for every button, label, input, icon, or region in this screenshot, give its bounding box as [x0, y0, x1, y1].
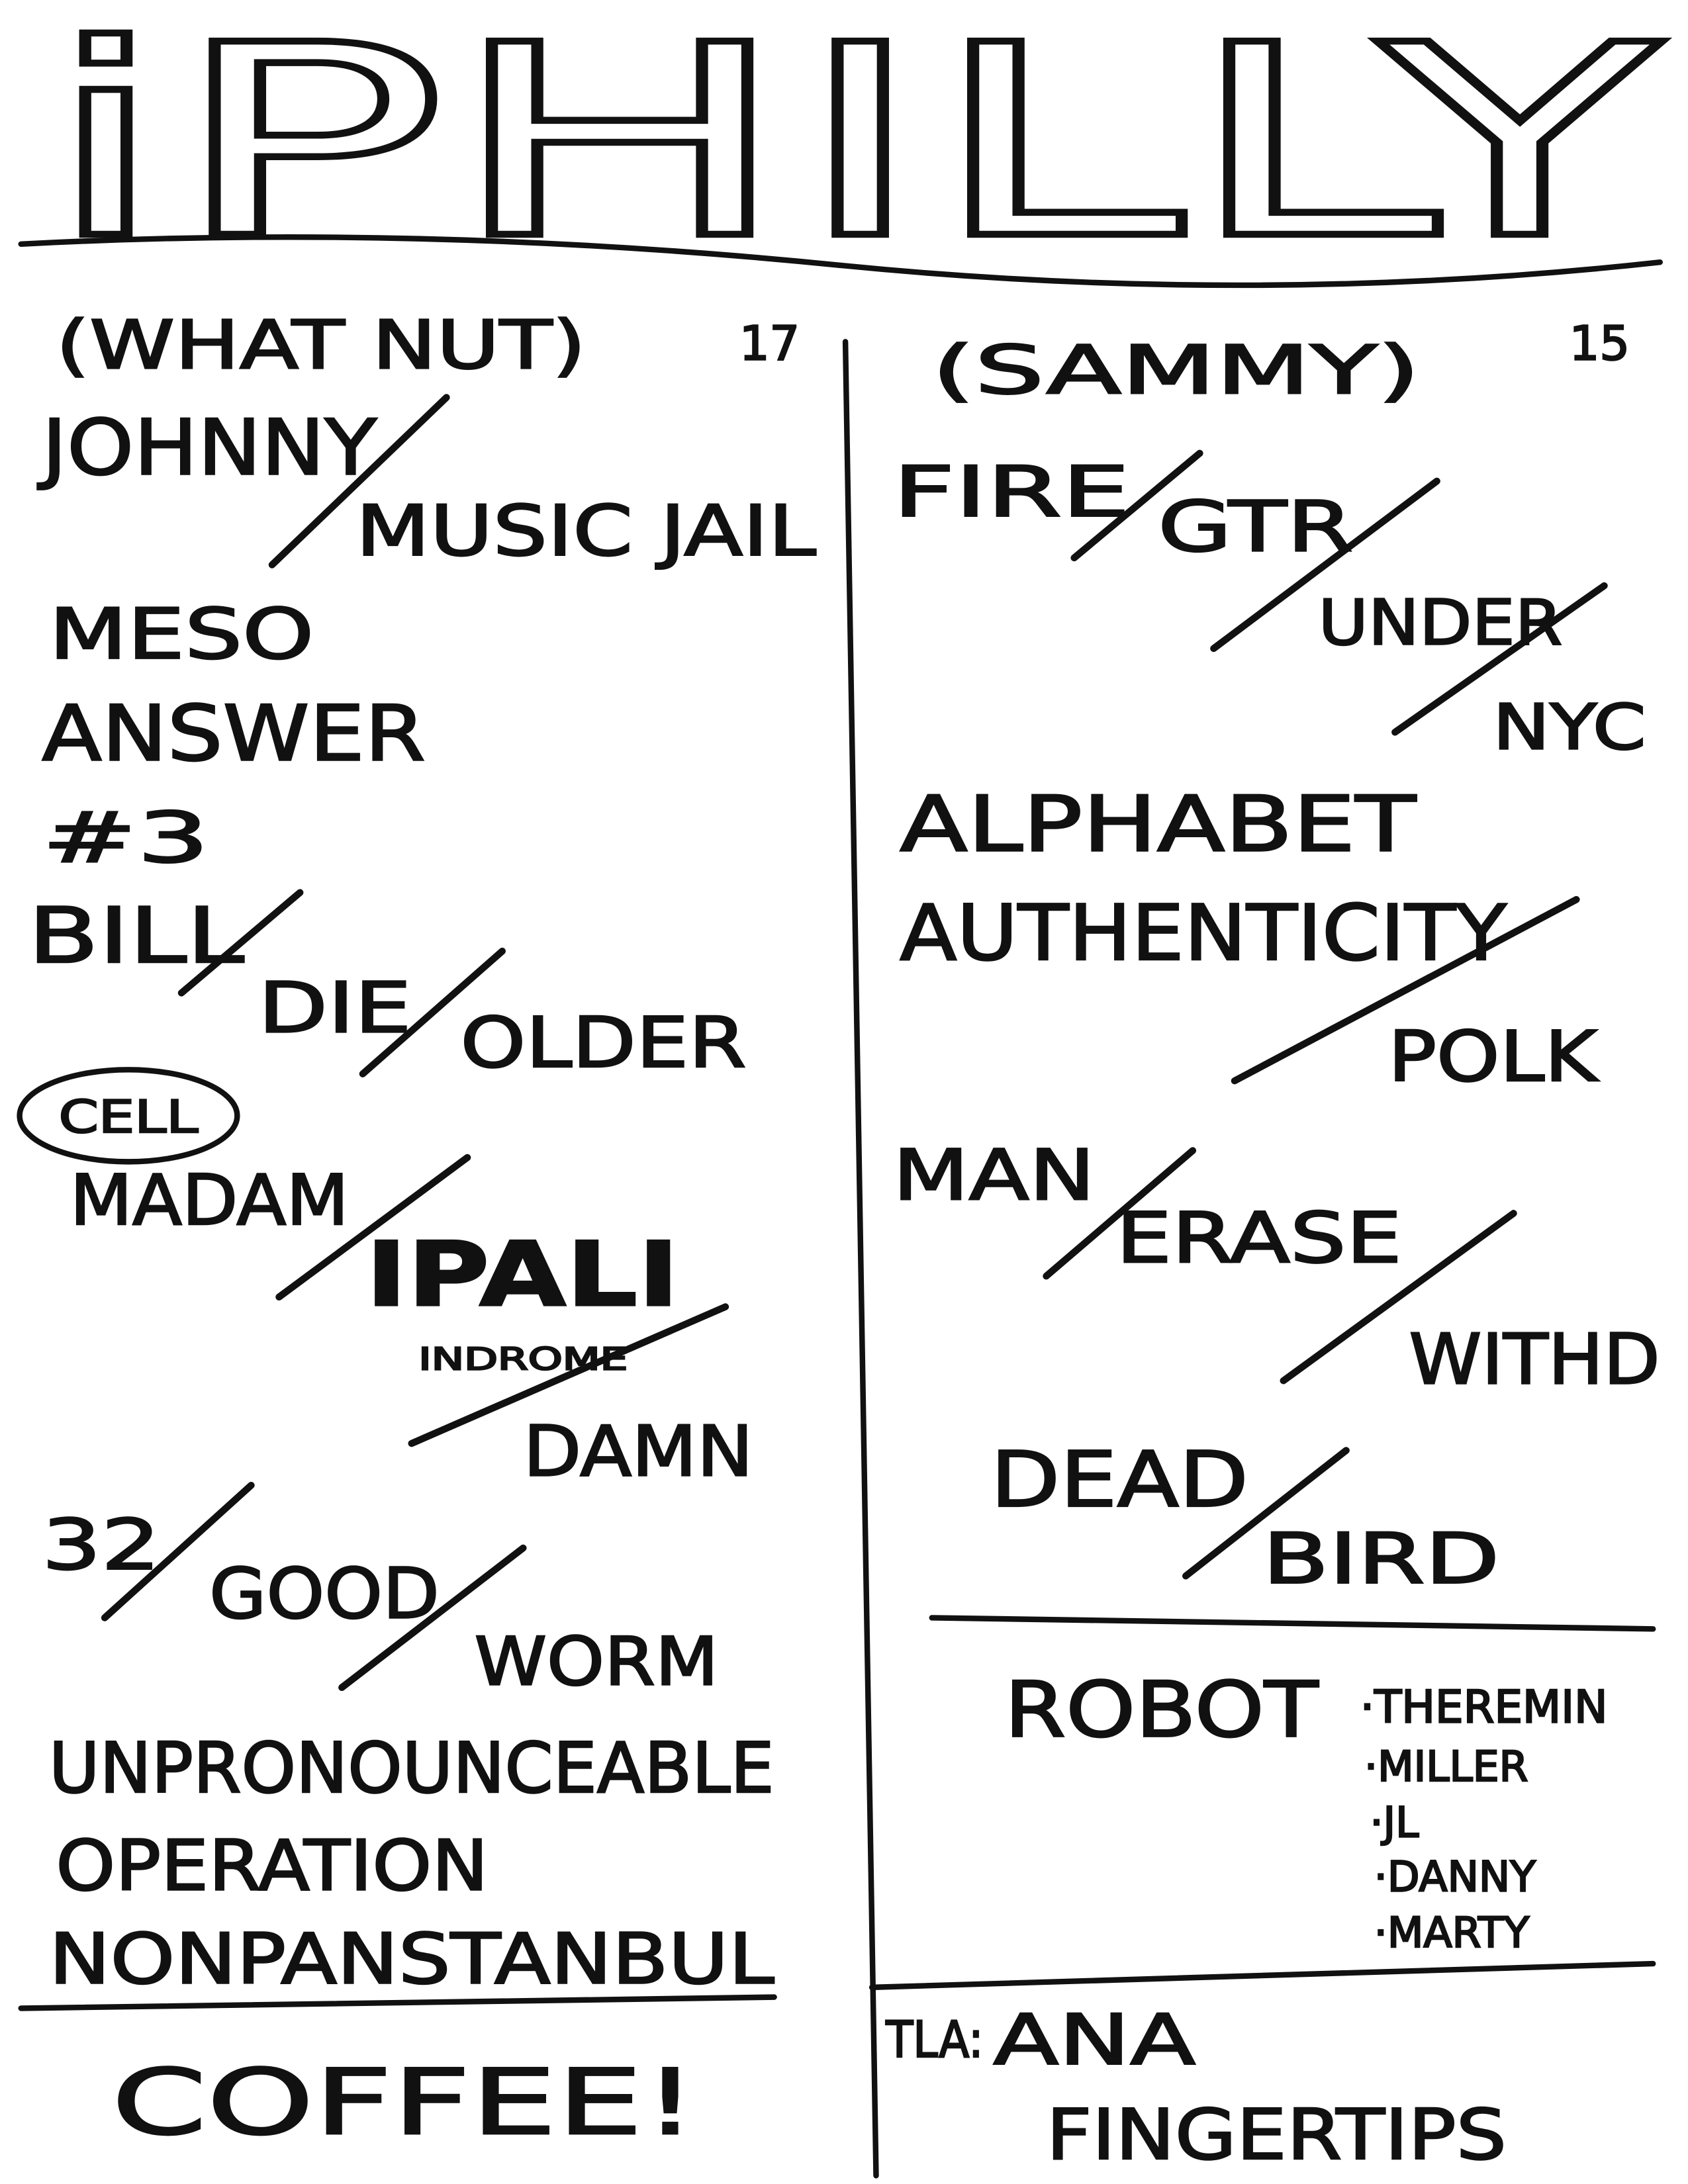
song: ANSWER [42, 689, 426, 778]
robot-member: ·MILLER [1364, 1742, 1528, 1791]
song: AUTHENTICITY [900, 889, 1507, 978]
robot-member: ·DANNY [1374, 1852, 1536, 1901]
song: GOOD [209, 1553, 440, 1634]
song: FIRE [893, 451, 1130, 533]
left-set-header: (WHAT NUT) [56, 306, 586, 384]
song-annotation: INDROME [418, 1341, 628, 1377]
segue-slash [338, 1544, 527, 1692]
song: MESO [49, 594, 314, 675]
song: MUSIC JAIL [355, 490, 816, 572]
segue-slash [1182, 1447, 1350, 1580]
robot-member: ·MARTY [1374, 1908, 1530, 1957]
left-set-count: 17 [739, 316, 800, 371]
segue-slash [1070, 449, 1203, 562]
segue-slash [101, 1481, 255, 1621]
segue-slash [177, 889, 304, 997]
segue-slash [1210, 477, 1440, 653]
right-robot-divider [929, 1615, 1656, 1632]
segue-slash [1231, 895, 1580, 1085]
song: DEAD [990, 1435, 1248, 1525]
song: WORM [475, 1623, 719, 1701]
song: DIE [258, 967, 412, 1048]
page-title: iPHILLY [42, 0, 1666, 297]
song: NONPANSTANBUL [49, 1919, 774, 2000]
segue-slash [408, 1303, 729, 1447]
right-song-list: FIRE GTR UNDER NYC ALPHABET AUTHENTICITY… [892, 450, 1661, 1600]
song: IPALI [365, 1222, 679, 1326]
right-footer-line-1: ANA [993, 1999, 1196, 2081]
song: NYC [1493, 692, 1646, 764]
segue-slashes [101, 394, 1608, 1692]
left-footer-note: COFFEE! [112, 2050, 698, 2156]
song: BILL [28, 891, 244, 981]
song: #3 [42, 797, 209, 878]
robot-member-list: ·THEREMIN ·MILLER ·JL ·DANNY ·MARTY [1359, 1680, 1608, 1958]
right-footer-prefix: TLA: [885, 2011, 983, 2069]
song: WITHD [1409, 1318, 1660, 1400]
column-divider [842, 339, 879, 2179]
segue-slash [1391, 582, 1608, 736]
song: BIRD [1262, 1518, 1499, 1600]
segue-slash [1043, 1147, 1197, 1280]
segue-slash [268, 394, 450, 569]
song: JOHNNY [38, 403, 378, 492]
robot-label: ROBOT [1004, 1666, 1319, 1755]
song: ERASE [1116, 1197, 1402, 1279]
left-song-list: JOHNNY MUSIC JAIL MESO ANSWER #3 BILL DI… [17, 402, 817, 2001]
title-ground-line [18, 234, 1663, 289]
left-footer-divider [18, 1994, 777, 2011]
segue-slash [359, 947, 506, 1077]
song: UNPRONOUNCEABLE [49, 1727, 774, 1809]
right-set-count: 15 [1570, 316, 1630, 371]
song: DAMN [523, 1411, 753, 1492]
song: POLK [1388, 1016, 1599, 1097]
segue-slash [1280, 1210, 1517, 1385]
song: OPERATION [56, 1825, 488, 1906]
right-footer-divider [868, 1960, 1656, 1991]
song: ALPHABET [900, 780, 1417, 869]
segue-slash [275, 1154, 471, 1301]
robot-member: ·THEREMIN [1360, 1680, 1608, 1733]
right-footer-line-2: FINGERTIPS [1047, 2094, 1507, 2175]
song: MAN [893, 1134, 1096, 1216]
right-set-header: (SAMMY) [932, 331, 1421, 409]
song: OLDER [460, 1002, 746, 1083]
song: MADAM [70, 1160, 348, 1241]
robot-member: ·JL [1370, 1797, 1419, 1846]
song-circled: CELL [59, 1091, 199, 1143]
song: 32 [42, 1504, 160, 1586]
cell-circle [17, 1067, 240, 1165]
song: GTR [1158, 486, 1353, 567]
song: UNDER [1318, 587, 1562, 660]
